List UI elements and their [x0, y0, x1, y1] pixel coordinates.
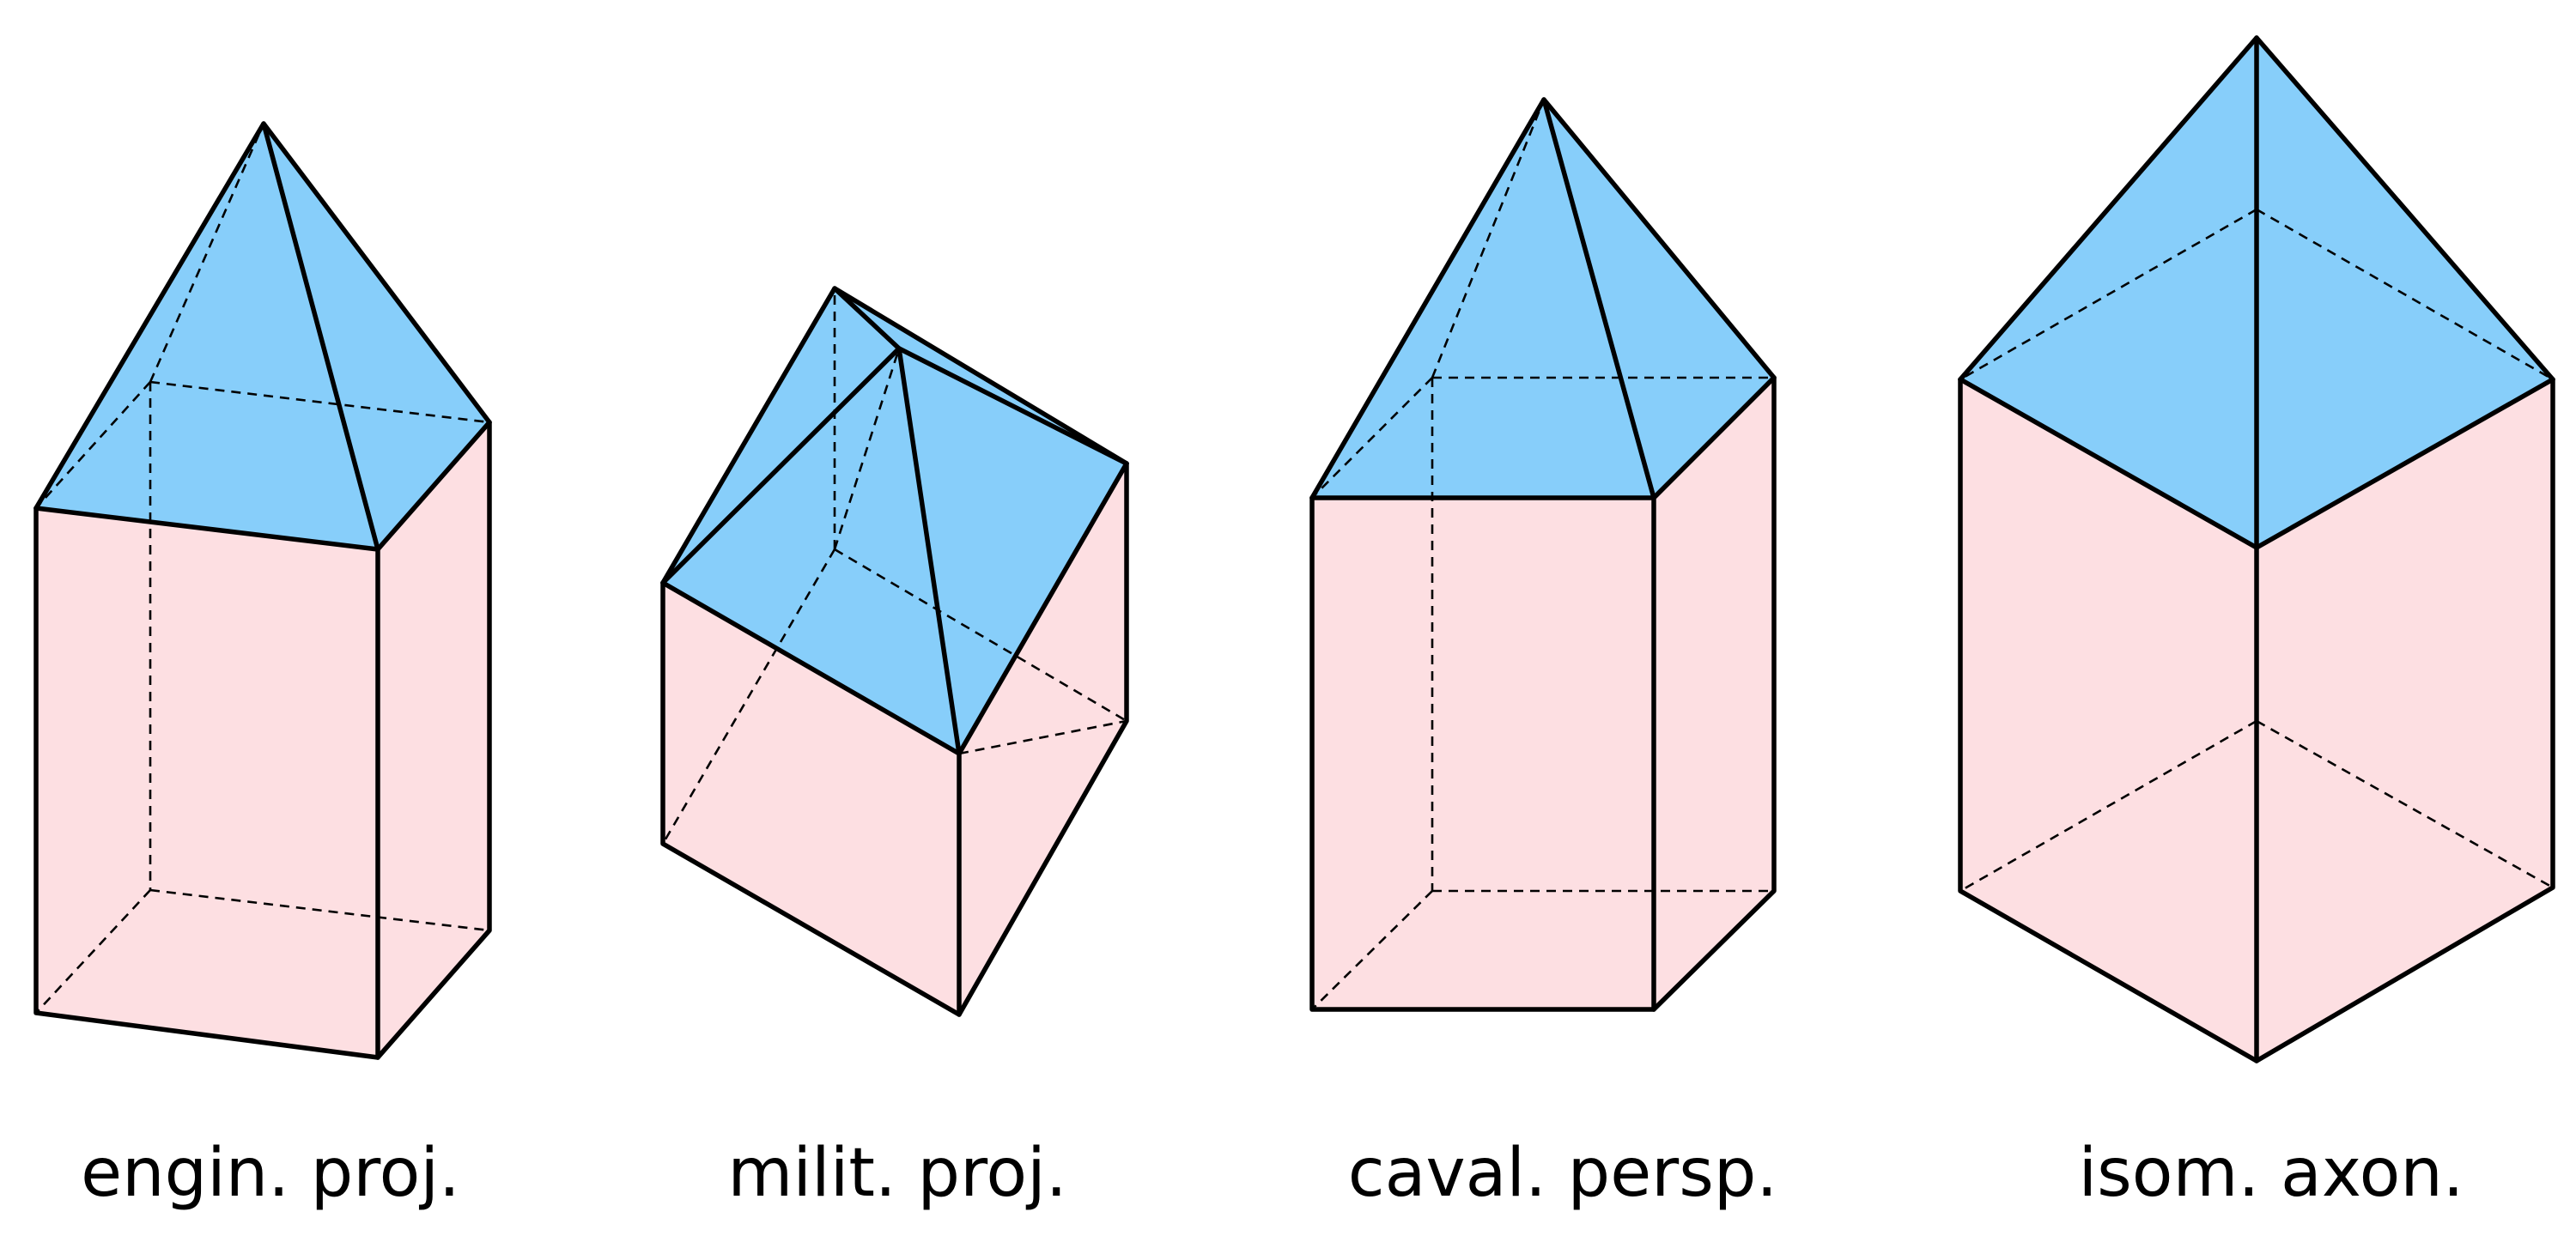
left-face — [1960, 379, 2257, 1061]
right-face — [2257, 379, 2553, 1061]
roof-front-face — [36, 124, 378, 549]
visible-edges — [1958, 35, 2555, 1063]
roof-right-face — [1544, 100, 1774, 498]
caption-engineering-projection: engin. proj. — [81, 1135, 460, 1212]
roof-right-face — [264, 124, 489, 549]
hidden-edges — [661, 288, 1127, 845]
visible-edges — [660, 286, 1129, 1017]
isometric-axonometry-solid — [1958, 35, 2555, 1063]
roof-left-face — [663, 288, 899, 583]
roof-front-face — [1312, 100, 1654, 498]
front-face — [1312, 498, 1654, 1009]
hidden-edges — [35, 123, 490, 1014]
visible-edges — [1309, 97, 1777, 1012]
roof-right-face — [899, 348, 1127, 754]
right-face — [378, 422, 489, 1057]
caption-isometric-axonometry: isom. axon. — [2078, 1135, 2464, 1212]
right-face — [959, 463, 1127, 1015]
hidden-edges — [1311, 99, 1774, 1010]
caption-military-projection: milit. proj. — [727, 1135, 1066, 1212]
visible-edges — [33, 121, 492, 1060]
front-face — [36, 508, 378, 1057]
front-face — [663, 583, 959, 1015]
right-face — [1654, 378, 1774, 1009]
cavalier-perspective-solid — [1309, 97, 1777, 1012]
roof-front-face — [663, 348, 959, 754]
engineering-projection-solid — [33, 121, 492, 1060]
caption-cavalier-perspective: caval. persp. — [1348, 1135, 1777, 1212]
hidden-edges — [1959, 208, 2554, 893]
military-projection-solid — [660, 286, 1129, 1017]
